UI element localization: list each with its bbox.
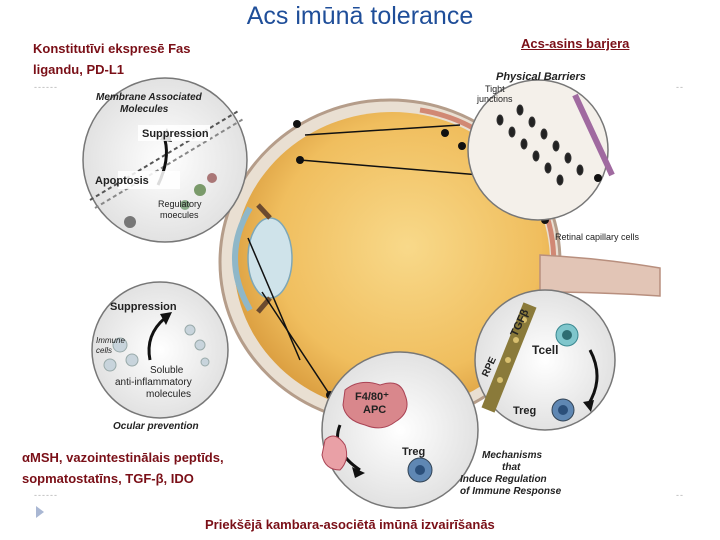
label-physical-barriers: Physical Barriers [496, 71, 586, 83]
fas-ligand-note: Konstitutīvi ekspresē Fas ligandu, PD-L1 [33, 38, 263, 80]
label-mechanisms: Mechanisms [482, 450, 542, 461]
immune-regulation-bubble [321, 351, 479, 509]
label-soluble-2: anti-inflammatory [115, 377, 192, 388]
decor-dash: -- [676, 82, 684, 92]
label-suppression-top: Suppression [142, 128, 209, 140]
label-tight-junctions-2: junctions [476, 94, 513, 104]
immunosuppressive-factors-note: αMSH, vazointestinālais peptīds, sopmato… [22, 447, 292, 489]
label-mechanisms-4: of Immune Response [460, 486, 562, 497]
label-membrane-title: Membrane Associated [96, 92, 203, 103]
fas-ligand-line-2: ligandu, PD-L1 [33, 62, 124, 77]
decor-dash: ------ [34, 490, 58, 500]
slide-nav-arrow-icon[interactable] [36, 506, 44, 518]
label-mechanisms-3: Induce Regulation [460, 474, 547, 485]
label-membrane-title-2: Molecules [120, 104, 169, 115]
eye-lens [247, 217, 293, 299]
eye-cornea [232, 206, 253, 312]
label-apc: F4/80⁺ [355, 391, 389, 403]
label-mechanisms-2: that [502, 462, 521, 473]
label-treg-bottom: Treg [402, 446, 425, 458]
acaid-caption: Priekšējā kambara-asociētā imūnā izvairī… [205, 517, 495, 532]
apc-cell [342, 381, 408, 429]
membrane-molecules-bubble [82, 77, 248, 243]
factors-line-1: αMSH, vazointestinālais peptīds, [22, 450, 224, 465]
label-tcell: Tcell [532, 343, 558, 357]
label-regulatory: Regulatory [158, 199, 202, 209]
label-soluble-3: molecules [146, 389, 191, 400]
optic-nerve [539, 254, 661, 297]
page-title: Acs imūnā tolerance [246, 2, 474, 30]
label-apoptosis: Apoptosis [95, 175, 149, 187]
label-ocular-prevention: Ocular prevention [113, 421, 199, 432]
label-soluble: Soluble [150, 365, 184, 376]
label-suppression-mid: Suppression [110, 301, 177, 313]
label-retinal-capillary: Retinal capillary cells [555, 232, 640, 242]
eye-vitreous [234, 112, 550, 412]
factors-line-2: sopmatostatīns, TGF-β, IDO [22, 471, 194, 486]
rpe-tcell-bubble [474, 289, 616, 431]
blood-eye-barrier-note: Acs-asins barjera [521, 36, 630, 51]
decor-dash: ------ [34, 82, 58, 92]
fas-ligand-line-1: Konstitutīvi ekspresē Fas [33, 41, 191, 56]
decor-dash: -- [676, 490, 684, 500]
figure-labels: Membrane Associated Molecules Suppressio… [95, 71, 640, 497]
label-immune-cells-2: cells [96, 346, 112, 355]
label-treg-right: Treg [513, 405, 536, 417]
label-tight-junctions: Tight [485, 84, 505, 94]
ocular-prevention-bubble [91, 281, 229, 419]
label-apc-2: APC [363, 404, 386, 416]
label-regulatory-2: moecules [160, 210, 199, 220]
physical-barriers-bubble [467, 79, 615, 221]
label-immune-cells: Immune [96, 336, 125, 345]
